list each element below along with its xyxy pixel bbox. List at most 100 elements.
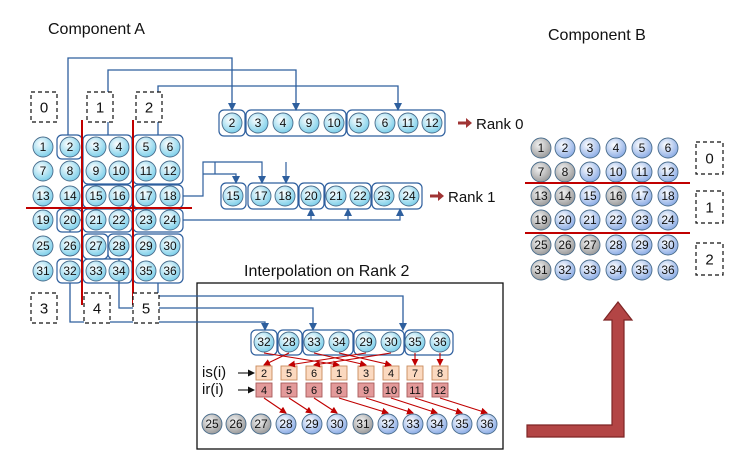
rank0-cell-4-shape: [272, 112, 294, 134]
grid-b-cell-16-label: 16: [609, 189, 623, 203]
grid-a-cell-13-label: 13: [36, 189, 50, 203]
grid-a-cell-9-shape: [85, 160, 107, 182]
rank2-gather-36-shape: [429, 331, 451, 353]
rank0-cell-12-shape: [421, 112, 443, 134]
ir-to-result-1: [288, 397, 313, 414]
rank1-cell-20: 20: [300, 185, 322, 207]
rank-box-bottom-4: [83, 292, 111, 324]
rank2-gather-29-shape: [355, 331, 377, 353]
grid-b-cell-21: 21: [579, 209, 601, 231]
grid-a-cell-33: 33: [85, 260, 107, 282]
grid-b-cell-7-label: 7: [538, 165, 545, 179]
rank-box-bottom-4-label: 4: [93, 301, 101, 318]
rank0-group-3-10: [245, 109, 347, 137]
grid-b-cell-4: 4: [605, 137, 627, 159]
grid-a-cell-25-label: 25: [36, 239, 50, 253]
grid-b-cell-23-shape: [631, 209, 653, 231]
grid-b-cell-27-label: 27: [583, 238, 597, 252]
rank2-gather-30-label: 30: [384, 335, 398, 349]
grid-b-cell-2-label: 2: [562, 141, 569, 155]
grid-a-cell-32-shape: [59, 260, 81, 282]
rank2-result-35-label: 35: [455, 417, 469, 431]
grid-a-cell-3: 3: [85, 136, 107, 158]
rank1-group-23-24: [371, 182, 423, 210]
grid-b-cell-10: 10: [605, 161, 627, 183]
rank2-result-36-label: 36: [480, 417, 494, 431]
rank1-cell-15-label: 15: [226, 189, 240, 203]
grid-b-cell-6-label: 6: [665, 141, 672, 155]
grid-a-cell-17-shape: [135, 185, 157, 207]
ir-box-2: [305, 382, 323, 398]
grid-a-cell-32: 32: [59, 260, 81, 282]
grid-b-cell-17: 17: [631, 185, 653, 207]
grid-a-cell-16-shape: [108, 185, 130, 207]
grid-a-cell-2-label: 2: [67, 140, 74, 154]
ir-box-1: [280, 382, 298, 398]
grid-b-cell-35: 35: [631, 259, 653, 281]
ir-box-7: [431, 382, 449, 398]
rank2-result-36: 36: [476, 413, 498, 435]
rank1-cell-23-shape: [373, 185, 395, 207]
grid-a-cell-36-shape: [159, 260, 181, 282]
rank0-group-2: [218, 109, 246, 137]
grid-a-cell-13-shape: [32, 185, 54, 207]
grid-b-cell-9-label: 9: [587, 165, 594, 179]
rank0-cell-6-shape: [374, 112, 396, 134]
rank0-cell-5: 5: [348, 112, 370, 134]
grid-a-cell-10-shape: [108, 160, 130, 182]
grid-b-cell-5: 5: [631, 137, 653, 159]
grid-b-cell-6-shape: [657, 137, 679, 159]
ir-to-result-2: [313, 397, 338, 414]
rank0-group-5-12: [346, 109, 446, 137]
grid-b-cell-30-label: 30: [661, 238, 675, 252]
grid-b-cell-22: 22: [605, 209, 627, 231]
connector-rank2-35: [157, 283, 407, 331]
grid-a-cell-29: 29: [135, 235, 157, 257]
grid-b-cell-11-label: 11: [636, 165, 649, 179]
grid-a-cell-33-shape: [85, 260, 107, 282]
rank2-gather-28: 28: [278, 331, 300, 353]
grid-b-cell-14-label: 14: [558, 189, 572, 203]
rank2-result-28: 28: [275, 413, 297, 435]
grid-a-cell-29-label: 29: [139, 239, 153, 253]
gather-to-is-4: [313, 352, 367, 368]
grid-b-cell-3: 3: [579, 137, 601, 159]
grid-a-cell-35-shape: [135, 260, 157, 282]
rank0-cell-10: 10: [323, 112, 345, 134]
grid-a-cell-29-shape: [135, 235, 157, 257]
ir-to-result-6: [414, 397, 463, 415]
grid-a-cell-1: 1: [32, 136, 54, 158]
grid-a-cell-7-label: 7: [40, 164, 47, 178]
is-value-7: 8: [437, 368, 443, 380]
rank2-result-33-label: 33: [406, 417, 420, 431]
rank-box-bottom-5: [132, 292, 160, 324]
grid-b-cell-5-shape: [631, 137, 653, 159]
grid-a-cell-4-label: 4: [116, 140, 123, 154]
grid-a-cell-13: 13: [32, 185, 54, 207]
grid-a-cell-10-label: 10: [112, 164, 126, 178]
grid-b-cell-25-label: 25: [534, 238, 548, 252]
grid-a-cell-23-label: 23: [139, 213, 153, 227]
grid-b-cell-31-label: 31: [534, 263, 548, 277]
rank1-cell-20-label: 20: [304, 189, 318, 203]
grid-b-cell-4-label: 4: [613, 141, 620, 155]
grid-b-cell-3-label: 3: [587, 141, 594, 155]
grid-b-cell-13: 13: [530, 185, 552, 207]
rank1-group-17-18: [247, 182, 299, 210]
rank0-cell-9-label: 9: [306, 116, 313, 130]
grid-a-cell-24-label: 24: [163, 213, 177, 227]
rank2-gather-28-label: 28: [282, 335, 296, 349]
ir-value-2: 6: [311, 385, 317, 397]
grid-b-cell-26-label: 26: [558, 238, 572, 252]
grid-a-cell-24: 24: [159, 209, 181, 231]
rank2-result-34-shape: [426, 413, 448, 435]
grid-a-cell-15-shape: [85, 185, 107, 207]
grid-b-cell-25-shape: [530, 234, 552, 256]
ir-value-3: 8: [336, 385, 342, 397]
grid-a-cell-28-shape: [108, 235, 130, 257]
grid-b-cell-26: 26: [554, 234, 576, 256]
rank2-result-32-shape: [377, 413, 399, 435]
grid-b-cell-2: 2: [554, 137, 576, 159]
rank2-gather-35: 35: [404, 331, 426, 353]
